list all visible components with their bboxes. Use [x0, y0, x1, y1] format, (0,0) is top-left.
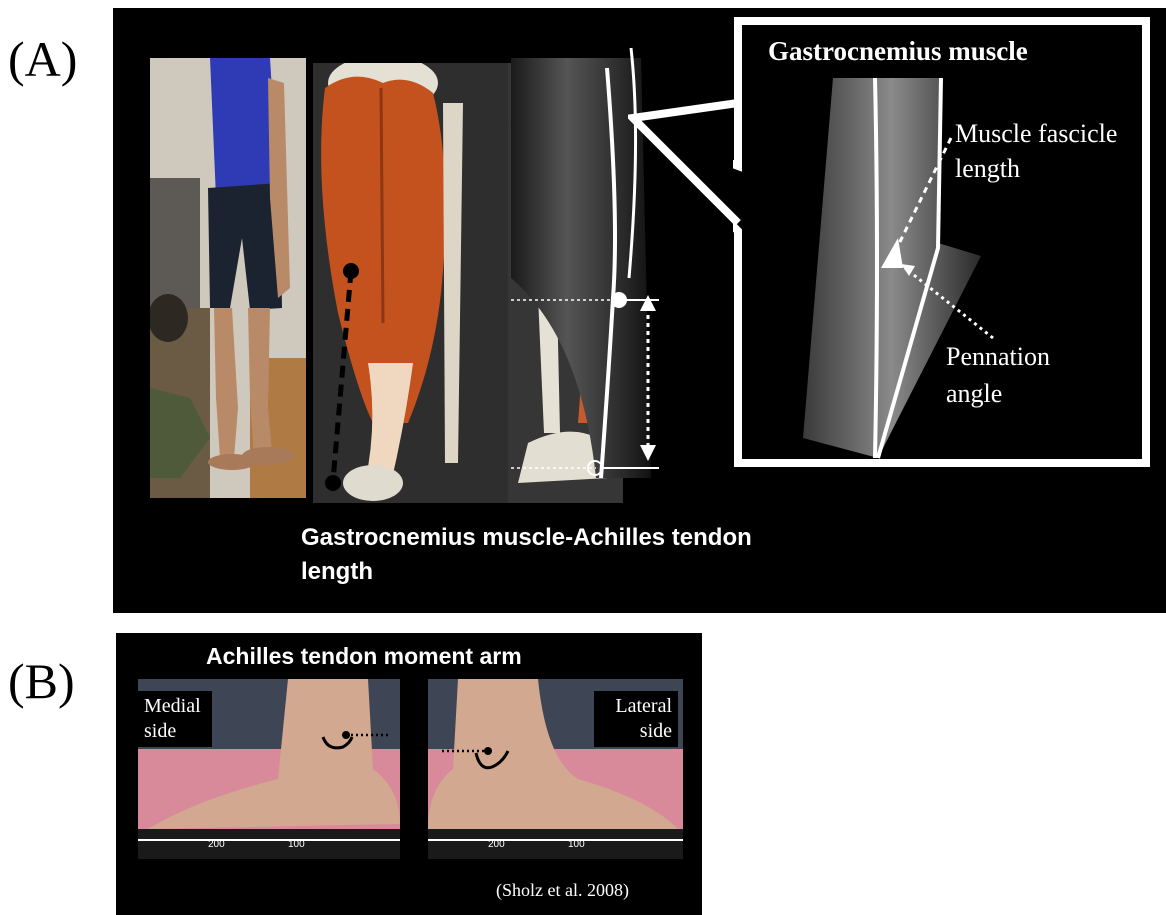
- lower-leg-anatomy-posterior: [313, 63, 508, 503]
- panel-b: Achilles tendon moment arm 200 100: [116, 633, 702, 915]
- mtu-length-arrow: [623, 293, 673, 463]
- ruler-mark-100-medial: 100: [288, 839, 305, 850]
- muscle-tendon-length-label: Gastrocnemius muscle-Achilles tendon len…: [301, 521, 761, 589]
- moment-arm-title: Achilles tendon moment arm: [206, 643, 522, 670]
- ruler-mark-200-medial: 200: [208, 839, 225, 850]
- subject-standing-photo: [150, 58, 306, 498]
- lateral-side-label: Lateral side: [594, 691, 678, 747]
- panel-a-label: (A): [8, 30, 77, 88]
- zoom-pointer: [628, 98, 743, 228]
- ruler-mark-200-lateral: 200: [488, 839, 505, 850]
- medial-side-label: Medial side: [138, 691, 212, 747]
- pennation-angle-label: Pennation angle: [946, 338, 1106, 412]
- panel-a: Gastrocnemius muscle Muscle fascicle len…: [113, 8, 1166, 613]
- panel-b-label: (B): [8, 652, 75, 710]
- fascicle-length-label: Muscle fascicle length: [955, 116, 1155, 186]
- ruler-mark-100-lateral: 100: [568, 839, 585, 850]
- citation: (Sholz et al. 2008): [496, 880, 629, 901]
- zoom-title: Gastrocnemius muscle: [768, 36, 1028, 67]
